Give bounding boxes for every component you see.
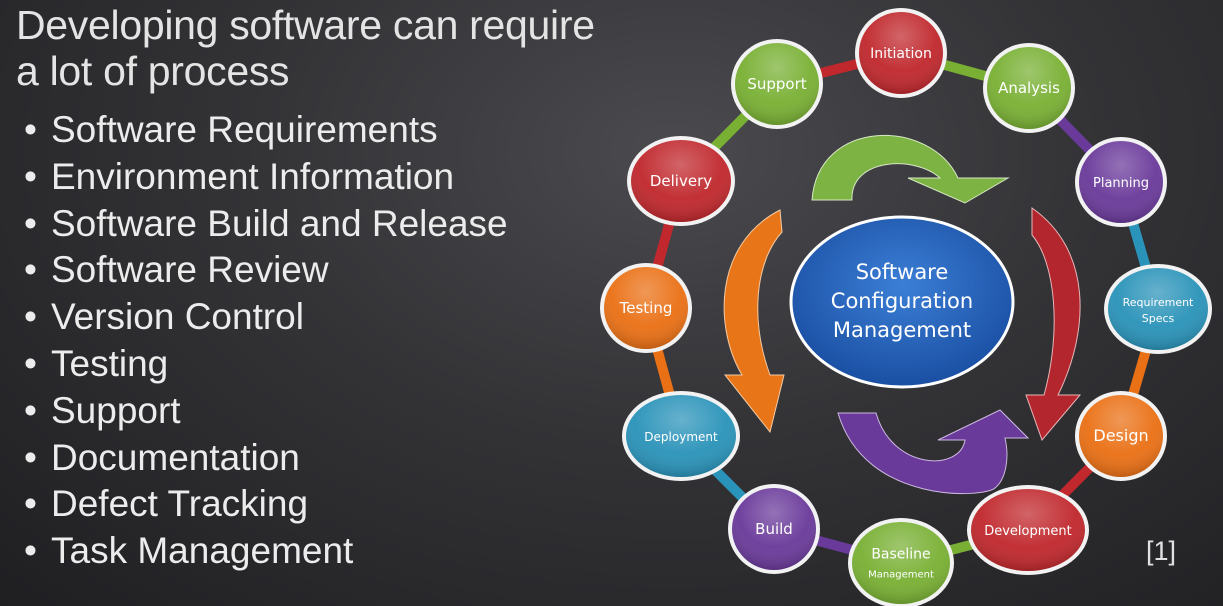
center-label-line-2: Configuration bbox=[831, 289, 973, 313]
bullet-text: Software Build and Release bbox=[51, 202, 508, 244]
node-shine bbox=[1079, 395, 1163, 477]
node-label: Baseline bbox=[871, 547, 930, 563]
slide-title: Developing software can require a lot of… bbox=[16, 2, 595, 94]
node-support: Support bbox=[731, 39, 823, 129]
bullet-text: Defect Tracking bbox=[51, 483, 309, 525]
right-arrow bbox=[1025, 207, 1082, 441]
node-testing: Testing bbox=[600, 263, 692, 353]
bullet-item: •Testing bbox=[24, 342, 169, 384]
bullet-text: Testing bbox=[51, 342, 169, 384]
bullet-text: Software Requirements bbox=[51, 109, 438, 150]
node-label: Build bbox=[755, 520, 793, 538]
bullet-text: Task Management bbox=[51, 530, 354, 572]
bullet-item: •Support bbox=[24, 389, 181, 431]
node-shine bbox=[852, 522, 950, 604]
bullet-text: Version Control bbox=[51, 296, 304, 338]
node-label: Initiation bbox=[870, 46, 932, 62]
slide-title-line-2: a lot of process bbox=[16, 48, 290, 94]
slide-title-line-1: Developing software can require bbox=[16, 2, 595, 48]
node-shine bbox=[971, 489, 1085, 571]
node-label: Design bbox=[1093, 426, 1148, 445]
node-development: Development bbox=[967, 485, 1089, 575]
bullet-item: •Environment Information bbox=[24, 155, 455, 197]
node-label: Support bbox=[747, 75, 806, 93]
node-shine bbox=[987, 47, 1071, 129]
node-delivery: Delivery bbox=[627, 136, 735, 226]
node-deployment: Deployment bbox=[622, 391, 740, 481]
node-shine bbox=[631, 140, 731, 222]
bottom-arrow bbox=[837, 409, 1030, 495]
process-bullet-list: •Software Requirements •Environment Info… bbox=[24, 107, 508, 575]
node-analysis: Analysis bbox=[983, 43, 1075, 133]
bullet-item: •Task Management bbox=[24, 530, 354, 572]
left-arrow bbox=[723, 209, 785, 434]
node-label: Development bbox=[984, 524, 1072, 539]
bullet-item: •Version Control bbox=[24, 296, 304, 338]
node-label: Analysis bbox=[998, 79, 1060, 97]
bullet-text: Support bbox=[51, 389, 181, 431]
node-design: Design bbox=[1075, 391, 1167, 481]
node-label: Deployment bbox=[644, 430, 718, 444]
node-shine bbox=[735, 43, 819, 125]
bullet-text: Software Review bbox=[51, 249, 329, 291]
node-label: Planning bbox=[1093, 176, 1149, 191]
node-shine bbox=[859, 12, 943, 94]
center-node: Software Configuration Management bbox=[789, 215, 1015, 389]
node-shine bbox=[1079, 141, 1163, 223]
center-label-line-1: Software bbox=[856, 260, 949, 284]
node-shine bbox=[732, 488, 816, 570]
bullet-item: •Defect Tracking bbox=[24, 483, 309, 525]
bullet-item: •Software Requirements bbox=[24, 109, 438, 150]
center-label-line-3: Management bbox=[833, 318, 971, 342]
node-build: Build bbox=[728, 484, 820, 574]
bullet-item: •Software Review bbox=[24, 249, 329, 291]
bullet-item: •Software Build and Release bbox=[24, 202, 508, 244]
node-label: Requirement bbox=[1123, 296, 1194, 309]
node-label: Testing bbox=[619, 299, 673, 317]
node-label: Specs bbox=[1142, 312, 1175, 325]
bullet-item: •Documentation bbox=[24, 436, 300, 478]
node-initiation: Initiation bbox=[855, 8, 947, 98]
citation-reference: [1] bbox=[1146, 536, 1177, 566]
node-planning: Planning bbox=[1075, 137, 1167, 227]
cycle-arrows bbox=[723, 134, 1082, 495]
bullet-text: Documentation bbox=[51, 436, 300, 478]
node-label: Management bbox=[868, 570, 934, 581]
node-shine bbox=[604, 267, 688, 349]
top-arrow bbox=[811, 134, 1010, 204]
node-shine bbox=[1108, 268, 1208, 350]
node-shine bbox=[626, 395, 736, 477]
bullet-text: Environment Information bbox=[51, 155, 455, 197]
cycle-nodes: InitiationAnalysisPlanningRequirementSpe… bbox=[600, 8, 1212, 606]
node-label: Delivery bbox=[650, 172, 712, 190]
